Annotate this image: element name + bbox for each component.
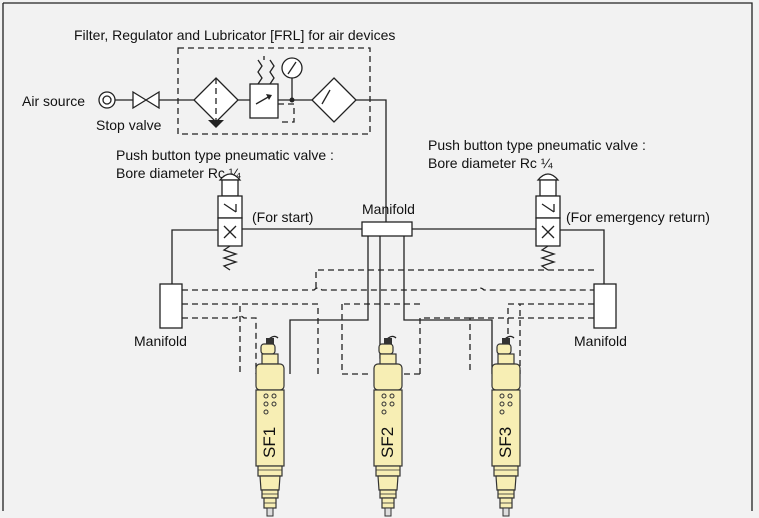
tool-sf3: SF3: [491, 335, 521, 517]
manifold-right: [593, 283, 617, 329]
air-source-icon: [98, 91, 116, 109]
manifold-center-label: Manifold: [362, 201, 415, 217]
manifold-center: [361, 221, 413, 237]
valve-right-label-2: Bore diameter Rc ¼: [428, 155, 553, 171]
manifold-left: [159, 283, 183, 329]
emergency-return-valve[interactable]: [535, 173, 561, 271]
start-valve[interactable]: [217, 173, 243, 271]
tool-sf2-label: SF2: [378, 427, 397, 458]
regulator-icon: [249, 56, 295, 123]
lubricator-icon: [311, 77, 357, 123]
for-start-label: (For start): [252, 209, 313, 225]
frame-border: [3, 2, 753, 511]
valve-right-label-1: Push button type pneumatic valve :: [428, 137, 646, 153]
stop-valve-label: Stop valve: [96, 117, 162, 133]
valve-left-label-1: Push button type pneumatic valve :: [116, 147, 334, 163]
frl-title: Filter, Regulator and Lubricator [FRL] f…: [74, 27, 395, 43]
manifold-right-label: Manifold: [574, 333, 627, 349]
frl-enclosure: [177, 47, 371, 135]
air-source-label: Air source: [22, 93, 85, 109]
tool-sf1-label: SF1: [260, 427, 279, 458]
manifold-left-label: Manifold: [134, 333, 187, 349]
push-button-icon: [536, 173, 560, 181]
filter-icon: [193, 77, 239, 128]
tool-sf2: SF2: [373, 335, 403, 517]
for-emergency-label: (For emergency return): [566, 209, 710, 225]
valve-left-label-2: Bore diameter Rc ¼: [116, 165, 241, 181]
pressure-gauge-icon: [281, 57, 303, 103]
tool-sf3-label: SF3: [496, 427, 515, 458]
stop-valve-icon[interactable]: [132, 90, 160, 110]
tool-sf1: SF1: [255, 335, 285, 517]
push-button-icon: [218, 173, 242, 181]
